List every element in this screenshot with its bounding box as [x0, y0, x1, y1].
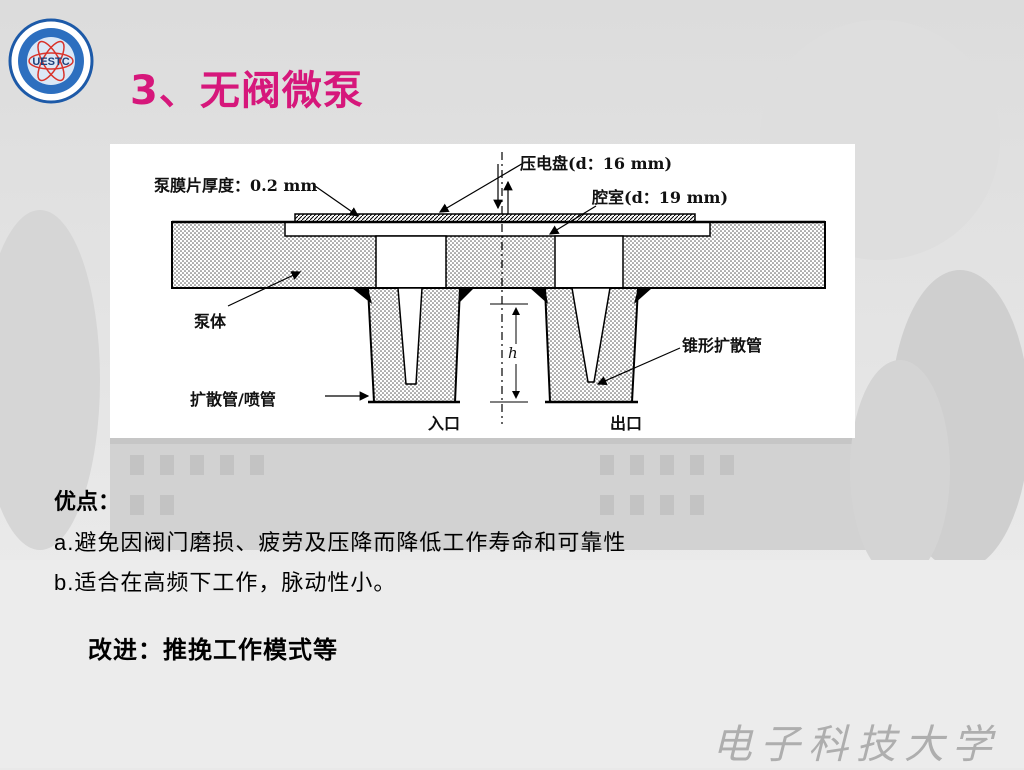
- advantage-key: a.: [54, 530, 75, 555]
- advantage-text: 避免因阀门磨损、疲劳及压降而降低工作寿命和可靠性: [74, 531, 627, 556]
- advantage-text: 适合在高频下工作，脉动性小。: [74, 571, 397, 596]
- slide-title: 3、无阀微泵: [130, 68, 364, 114]
- chamber-label: 腔室(d：19 mm): [592, 188, 729, 207]
- advantage-item-a: a.避免因阀门磨损、疲劳及压降而降低工作寿命和可靠性: [54, 525, 626, 557]
- height-label: h: [508, 344, 518, 362]
- advantage-key: b.: [54, 570, 75, 595]
- membrane-thickness-label: 泵膜片厚度：0.2 mm: [154, 176, 318, 195]
- pump-body-label: 泵体: [194, 312, 227, 331]
- advantages-title: 优点：: [54, 489, 121, 515]
- pump-diagram: 压电盘(d：16 mm) 泵膜片厚度：0.2 mm 腔室(d：19 mm) 泵体…: [110, 144, 855, 438]
- cone-diffuser-label: 锥形扩散管: [682, 336, 763, 355]
- university-watermark: 电子科技大学: [712, 722, 1000, 768]
- piezo-disc-label: 压电盘(d：16 mm): [520, 154, 673, 173]
- pump-diagram-drawing: [171, 152, 826, 424]
- diffuser-nozzle-label: 扩散管/喷管: [190, 390, 276, 409]
- advantage-item-b: b.适合在高频下工作，脉动性小。: [54, 565, 396, 597]
- inlet-label: 入口: [428, 414, 461, 433]
- svg-text:UESTC: UESTC: [32, 56, 69, 68]
- outlet-label: 出口: [610, 414, 643, 433]
- improvement-note: 改进：推挽工作模式等: [88, 635, 338, 664]
- university-logo: UESTC: [8, 18, 94, 104]
